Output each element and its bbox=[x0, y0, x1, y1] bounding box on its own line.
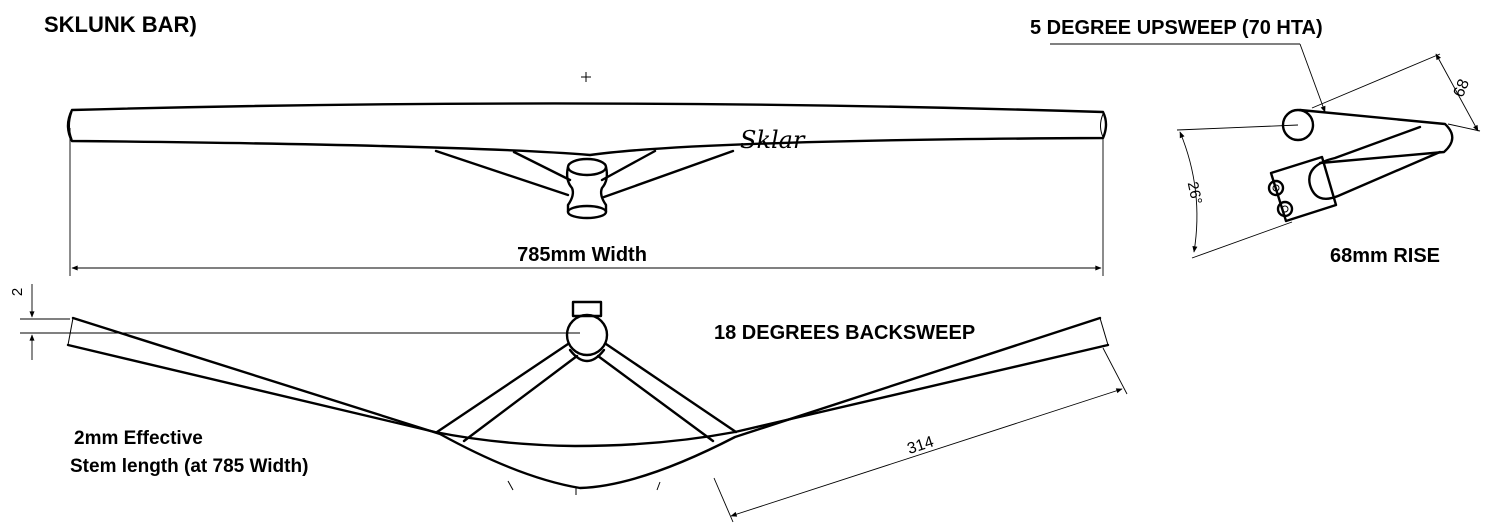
backsweep-label: 18 DEGREES BACKSWEEP bbox=[714, 322, 975, 344]
front-right-brace bbox=[600, 149, 657, 182]
drawing-title: SKLUNK BAR) bbox=[44, 12, 197, 37]
top-bar-outer bbox=[66, 343, 1110, 448]
front-bar-tube bbox=[66, 102, 1108, 157]
top-bar-inner bbox=[71, 316, 1102, 490]
top-left-brace-inner bbox=[462, 354, 579, 443]
center-mark bbox=[581, 72, 591, 82]
upsweep-leader bbox=[1299, 43, 1326, 113]
top-right-brace-inner bbox=[596, 354, 715, 443]
rise-dimension-line bbox=[1435, 53, 1479, 132]
sklar-logo: Sklar bbox=[740, 126, 806, 154]
front-right-brace-inner bbox=[602, 149, 735, 199]
offset-value: 2 bbox=[9, 288, 26, 296]
top-left-brace bbox=[435, 342, 570, 434]
top-right-brace bbox=[604, 342, 738, 434]
side-stem-clamp bbox=[1269, 155, 1338, 223]
upsweep-label: 5 DEGREE UPSWEEP (70 HTA) bbox=[1030, 17, 1323, 39]
front-left-brace bbox=[434, 149, 570, 197]
effective-label-line1: 2mm Effective bbox=[74, 428, 203, 449]
side-view: 5 DEGREE UPSWEEP (70 HTA) 26° 68 68mm RI… bbox=[1030, 17, 1481, 267]
top-view: 2 314 18 DEGREES BACKSWEEP 2mm Effective… bbox=[9, 284, 1128, 523]
front-left-brace-inner bbox=[512, 150, 572, 182]
front-view: Sklar 785mm Width bbox=[66, 102, 1108, 276]
front-stem-clamp bbox=[565, 157, 609, 220]
angle-arc bbox=[1179, 131, 1198, 253]
width-label: 785mm Width bbox=[517, 244, 647, 266]
rise-label: 68mm RISE bbox=[1330, 245, 1440, 267]
top-stem-clamp bbox=[565, 313, 609, 357]
effective-label-line2: Stem length (at 785 Width) bbox=[70, 456, 308, 477]
side-bar-section bbox=[1281, 108, 1315, 142]
angle-value: 26° bbox=[1184, 180, 1205, 206]
length-value: 314 bbox=[905, 433, 936, 457]
rise-value: 68 bbox=[1451, 77, 1473, 100]
length-dimension-line bbox=[730, 388, 1123, 517]
